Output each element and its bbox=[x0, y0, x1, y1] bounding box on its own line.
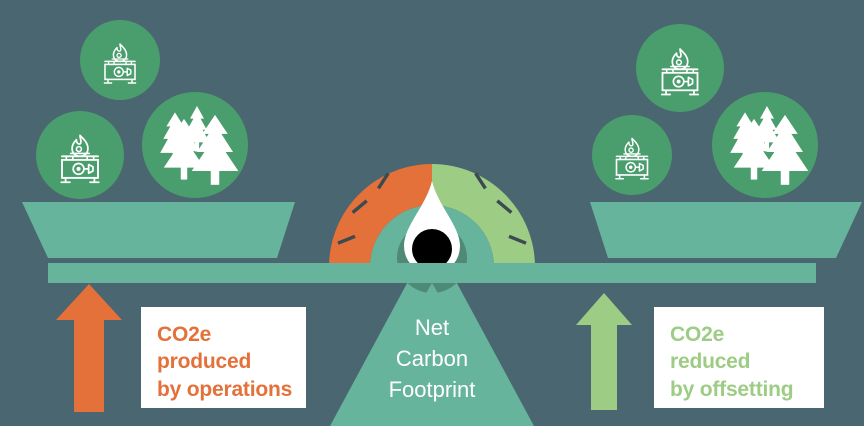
left-scale-pan bbox=[22, 202, 295, 258]
co2e-reduced-caption-box: CO2e reduced by offsetting bbox=[654, 307, 824, 408]
left-stove-icon-small[interactable] bbox=[80, 20, 160, 100]
caption-line-3: by operations bbox=[157, 377, 293, 401]
co2e-produced-caption-box: CO2e produced by operations bbox=[141, 307, 306, 408]
gauge-ticks-left bbox=[337, 172, 390, 245]
gauge-zone-left bbox=[329, 164, 432, 267]
caption-line-3: by offsetting bbox=[670, 377, 794, 401]
balance-beam-center bbox=[380, 263, 484, 283]
right-stove-icon-small[interactable] bbox=[592, 115, 672, 195]
co2e-reduced-arrow bbox=[576, 293, 632, 410]
caption-line-1: CO2e bbox=[157, 323, 212, 346]
right-stove-icon-medium[interactable] bbox=[636, 24, 724, 112]
gauge-zone-right bbox=[432, 164, 535, 267]
scale-pedestal-front bbox=[349, 283, 515, 426]
right-scale-pan bbox=[590, 202, 862, 258]
caption-line-2: produced bbox=[157, 350, 252, 374]
left-icon-group bbox=[36, 20, 248, 199]
gauge-pivot-dot bbox=[412, 229, 452, 269]
gauge bbox=[329, 164, 535, 293]
co2e-produced-arrow bbox=[56, 284, 122, 412]
gauge-ticks-right bbox=[474, 172, 527, 245]
left-trees-icon[interactable] bbox=[142, 92, 248, 198]
right-icon-group bbox=[592, 24, 818, 198]
right-trees-icon[interactable] bbox=[712, 92, 818, 198]
left-stove-icon-medium[interactable] bbox=[36, 111, 124, 199]
caption-line-1: CO2e bbox=[670, 323, 725, 346]
caption-line-2: reduced bbox=[670, 350, 751, 374]
